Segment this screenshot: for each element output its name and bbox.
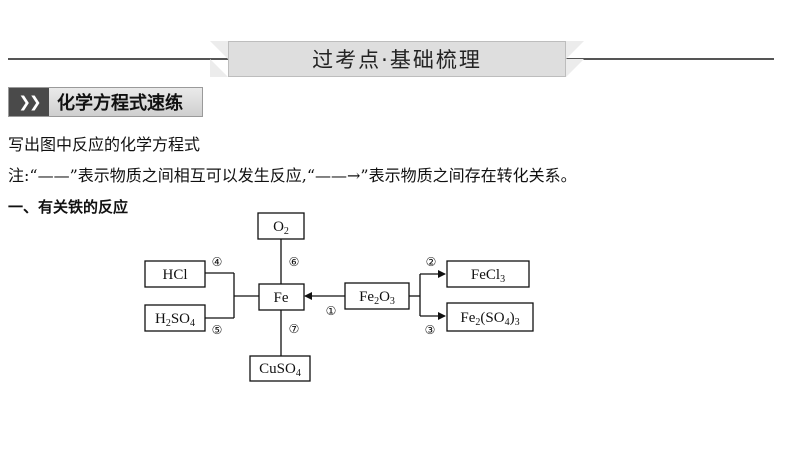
node-fe2so43-box bbox=[446, 302, 534, 332]
instruction-text: 写出图中反应的化学方程式 bbox=[8, 135, 201, 154]
node-fe-box bbox=[258, 283, 305, 311]
node-fecl3: FeCl3 bbox=[471, 267, 505, 285]
node-h2so4-box bbox=[144, 304, 206, 332]
note-text: 注:“——”表示物质之间相互可以发生反应,“——→”表示物质之间存在转化关系。 bbox=[8, 166, 577, 185]
node-cuso4-box bbox=[249, 355, 311, 382]
node-hcl: HCl bbox=[162, 267, 187, 283]
section-title: 化学方程式速练 bbox=[57, 93, 183, 114]
node-o2-box bbox=[257, 212, 305, 240]
reaction-3-number: ③ bbox=[425, 323, 436, 337]
reaction-4-number: ④ bbox=[212, 255, 223, 269]
header-title: 过考点·基础梳理 bbox=[228, 41, 566, 77]
node-h2so4: H2SO4 bbox=[155, 311, 195, 329]
reaction-7-number: ⑦ bbox=[289, 322, 300, 336]
reaction-1-number: ① bbox=[326, 304, 337, 318]
node-o2: O2 bbox=[273, 219, 289, 237]
node-fe2o3: Fe2O3 bbox=[359, 289, 395, 307]
header-bevel-left bbox=[210, 41, 228, 59]
header-bevel-right bbox=[566, 41, 584, 59]
section-heading: 一、有关铁的反应 bbox=[8, 198, 129, 216]
reaction-5-number: ⑤ bbox=[212, 323, 223, 337]
node-hcl-box bbox=[144, 260, 206, 288]
double-chevron-icon: ❯❯ bbox=[9, 88, 49, 116]
node-fe2o3-box bbox=[344, 282, 410, 310]
reaction-2-number: ② bbox=[426, 255, 437, 269]
section-bar: ❯❯ 化学方程式速练 bbox=[8, 87, 203, 117]
node-fecl3-box bbox=[446, 260, 530, 288]
header-bevel-left-bottom bbox=[210, 59, 228, 77]
reaction-6-number: ⑥ bbox=[289, 255, 300, 269]
header-bevel-right-bottom bbox=[566, 59, 584, 77]
node-fe: Fe bbox=[274, 290, 289, 306]
node-cuso4: CuSO4 bbox=[259, 361, 301, 379]
node-fe2so43: Fe2(SO4)3 bbox=[460, 310, 519, 328]
